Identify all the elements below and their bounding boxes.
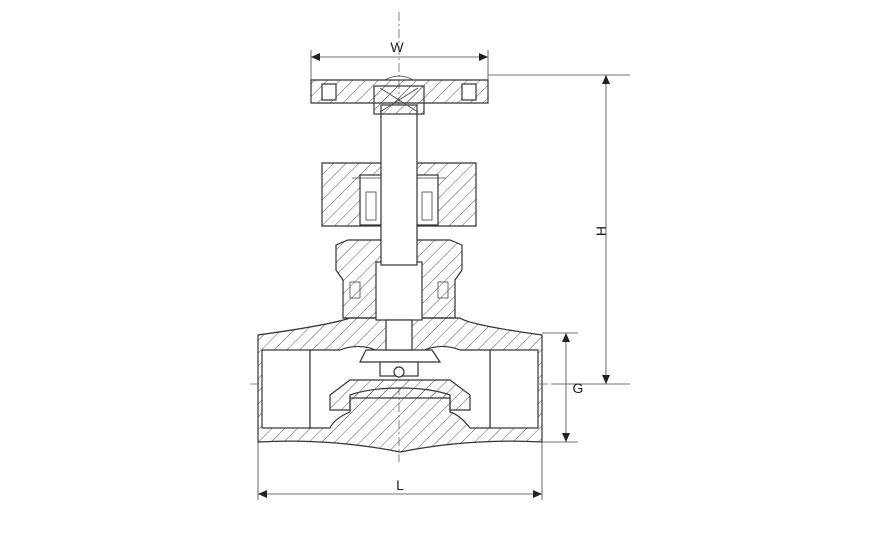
dimension-g: G <box>542 332 584 443</box>
length-label: L <box>396 477 404 493</box>
dimension-l: L <box>257 442 543 500</box>
handwheel <box>310 75 489 115</box>
bonnet <box>335 239 463 351</box>
valve-body <box>257 317 543 453</box>
valve-stem <box>380 104 418 266</box>
dimension-w: W <box>310 39 489 80</box>
height-label: H <box>593 226 609 236</box>
width-label: W <box>390 39 404 55</box>
thread-label: G <box>573 380 584 396</box>
